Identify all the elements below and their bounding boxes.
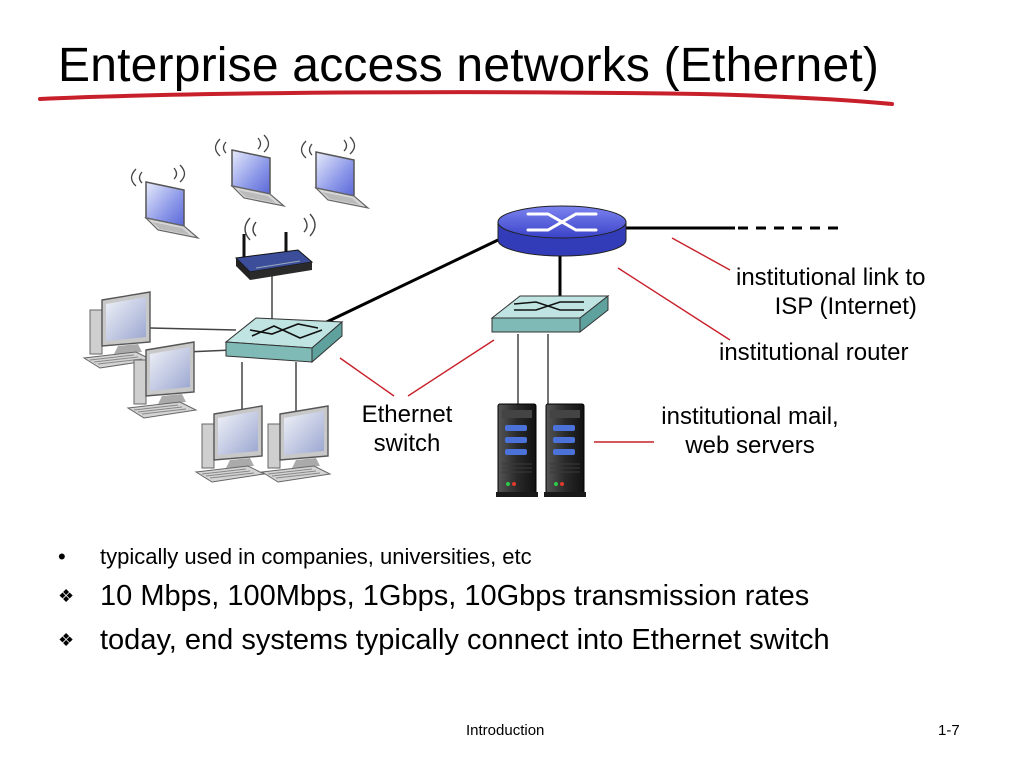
router-icon (497, 205, 627, 257)
title-underline (38, 90, 894, 106)
server-tower-icon (495, 403, 539, 498)
ethernet-switch-icon (490, 294, 610, 334)
bullet-marker: • (58, 544, 66, 569)
laptop-icon (145, 181, 199, 239)
servers-label-line1: institutional mail, (661, 403, 839, 430)
switch-label-line2: switch (373, 430, 441, 457)
bullet-item: ❖ 10 Mbps, 100Mbps, 1Gbps, 10Gbps transm… (58, 574, 830, 618)
isp-link-label-line2: ISP (Internet) (774, 293, 917, 320)
ethernet-switch-icon (224, 317, 344, 364)
bullet-text: typically used in companies, universitie… (100, 544, 532, 569)
isp-link-label-line1: institutional link to (736, 264, 926, 291)
laptop-icon (315, 151, 369, 209)
servers-label: institutional mail, web servers (640, 402, 860, 460)
switch-label-line1: Ethernet (361, 401, 453, 428)
bullet-text: today, end systems typically connect int… (100, 624, 830, 656)
bullet-marker: ❖ (58, 586, 75, 606)
footer-page-number: 1-7 (938, 722, 960, 739)
desktop-computer-icon (195, 405, 265, 483)
footer-section-label: Introduction (466, 722, 545, 739)
bullet-item: ❖ today, end systems typically connect i… (58, 618, 830, 662)
wireless-access-point-icon (234, 213, 316, 280)
pointer-lines (339, 237, 731, 443)
access-links (149, 276, 549, 416)
server-tower-icon (543, 403, 587, 498)
bullet-marker: ❖ (58, 630, 75, 650)
isp-link-label: institutional link to ISP (Internet) (736, 263, 925, 321)
desktop-computer-icon (83, 291, 153, 369)
bullet-list: • typically used in companies, universit… (58, 540, 830, 662)
network-links (309, 226, 840, 332)
slide-title: Enterprise access networks (Ethernet) (58, 39, 880, 92)
bullet-text: 10 Mbps, 100Mbps, 1Gbps, 10Gbps transmis… (100, 580, 810, 612)
laptop-icon (231, 149, 285, 207)
router-label: institutional router (719, 339, 909, 366)
desktop-computer-icon (261, 405, 331, 483)
switch-label: Ethernet switch (352, 400, 462, 458)
servers-label-line2: web servers (685, 432, 815, 459)
wireless-signal-marks (130, 134, 356, 187)
bullet-item: • typically used in companies, universit… (58, 540, 830, 574)
